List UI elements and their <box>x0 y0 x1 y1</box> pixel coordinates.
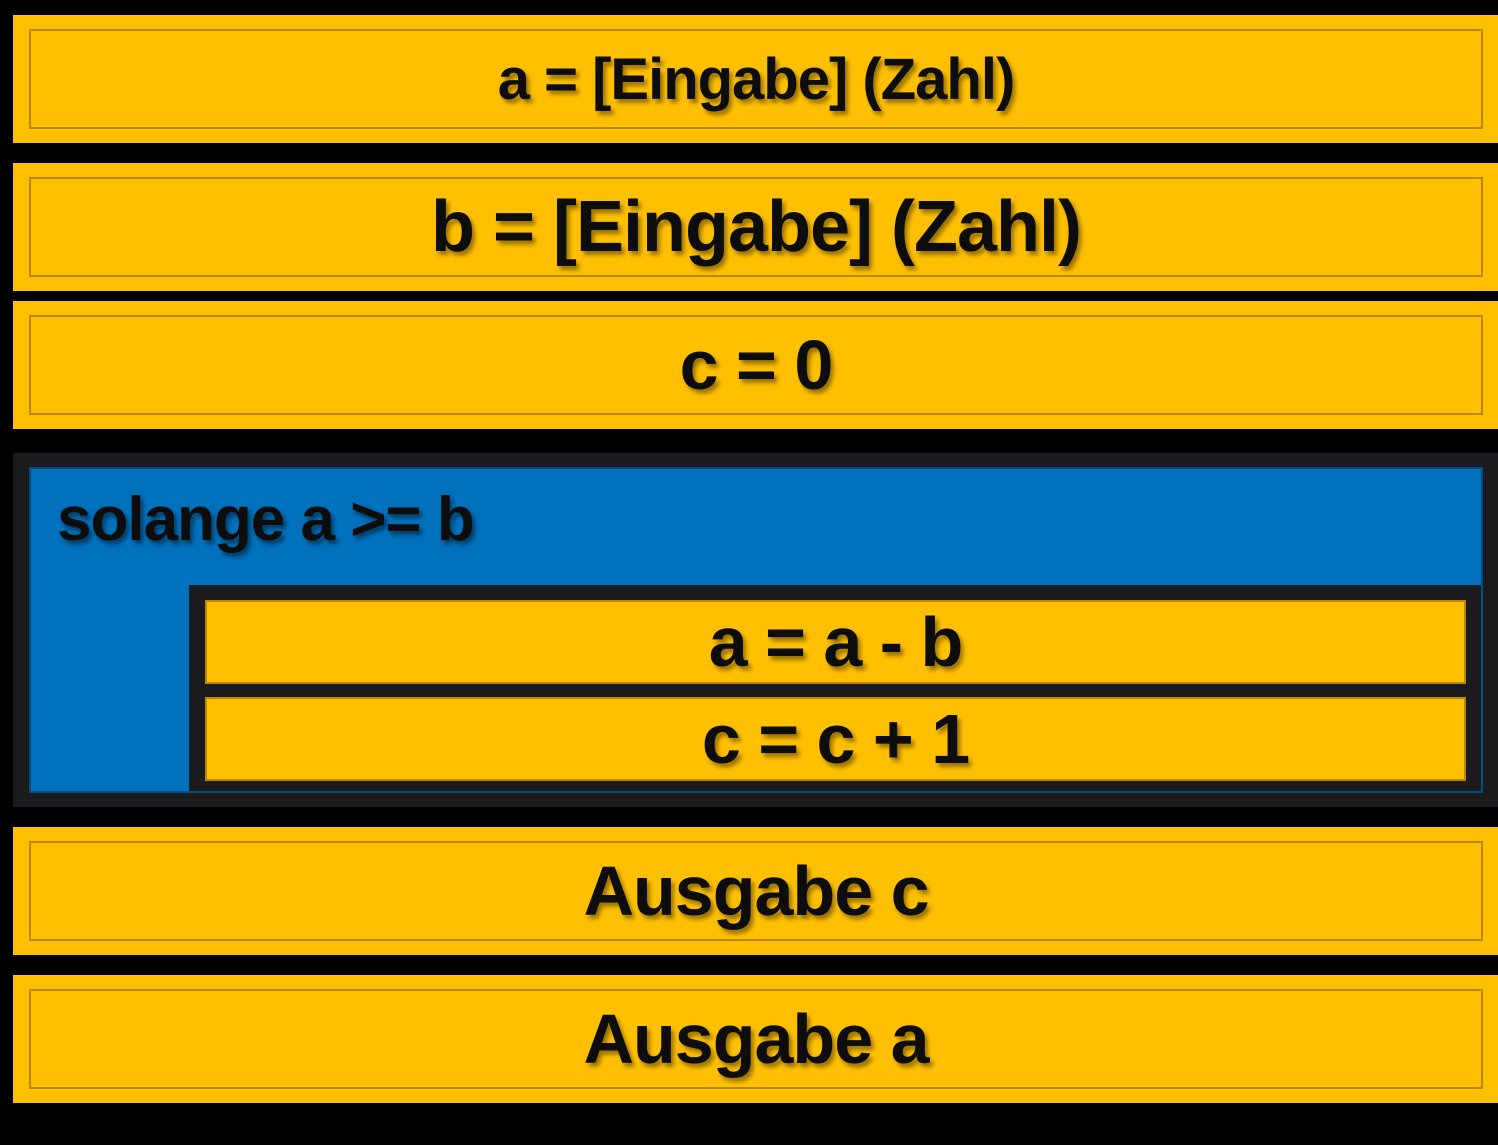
loop-body-statement-1-text: a = a - b <box>708 603 964 681</box>
while-loop-block: solange a >= b a = a - b c = c + 1 <box>13 453 1498 807</box>
statement-block-output-c: Ausgabe c <box>13 827 1498 955</box>
statement-text-input-a: a = [Eingabe] (Zahl) <box>497 46 1016 112</box>
while-loop-condition-text: solange a >= b <box>57 484 475 554</box>
statement-block-output-a-fill: Ausgabe a <box>29 989 1483 1089</box>
while-loop-body: a = a - b c = c + 1 <box>189 585 1481 791</box>
statement-text-input-b: b = [Eingabe] (Zahl) <box>430 187 1082 267</box>
loop-body-statement-2: c = c + 1 <box>205 697 1466 781</box>
statement-block-init-c-fill: c = 0 <box>29 315 1483 415</box>
statement-block-input-b: b = [Eingabe] (Zahl) <box>13 163 1498 291</box>
while-loop-fill: solange a >= b a = a - b c = c + 1 <box>29 467 1483 793</box>
statement-block-input-a-fill: a = [Eingabe] (Zahl) <box>29 29 1483 129</box>
statement-block-init-c: c = 0 <box>13 301 1498 429</box>
loop-body-statement-2-text: c = c + 1 <box>701 700 970 778</box>
statement-block-output-a: Ausgabe a <box>13 975 1498 1103</box>
statement-block-output-c-fill: Ausgabe c <box>29 841 1483 941</box>
statement-text-output-a: Ausgabe a <box>583 1000 930 1078</box>
while-loop-condition: solange a >= b <box>31 469 1481 569</box>
statement-text-output-c: Ausgabe c <box>583 852 930 930</box>
statement-text-init-c: c = 0 <box>679 326 834 404</box>
statement-block-input-a: a = [Eingabe] (Zahl) <box>13 15 1498 143</box>
statement-block-input-b-fill: b = [Eingabe] (Zahl) <box>29 177 1483 277</box>
loop-body-statement-1: a = a - b <box>205 600 1466 684</box>
